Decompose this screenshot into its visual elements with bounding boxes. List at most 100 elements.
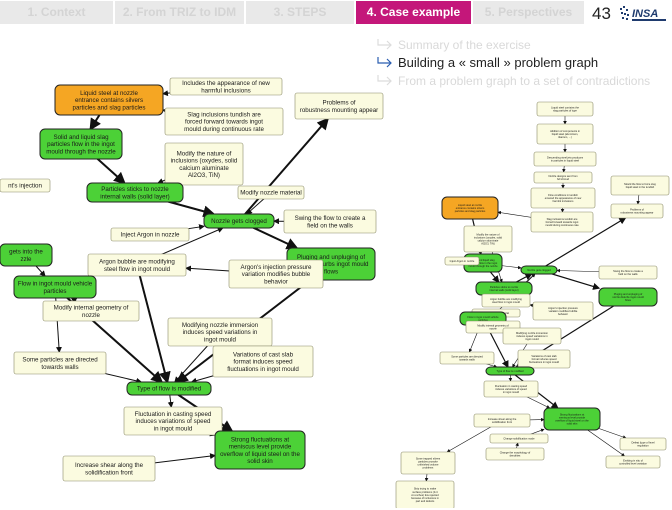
node-label: steel flow in ingot mould xyxy=(492,300,520,304)
node-box xyxy=(294,92,384,120)
node-label: Some trapped silvers xyxy=(416,456,441,460)
node-label: flows xyxy=(625,298,632,302)
node-box xyxy=(489,433,549,444)
node-label: Descending steel jets produces xyxy=(547,155,584,159)
node-label: format induces speed xyxy=(532,357,557,361)
graph-node[interactable]: nt's injection xyxy=(0,178,51,193)
outline-item-building[interactable]: Building a « small » problem graph xyxy=(376,54,650,72)
graph-node[interactable]: Type of flow is modified xyxy=(485,366,535,376)
graph-node[interactable]: Change solidification mode xyxy=(489,433,549,444)
node-label: field on the walls xyxy=(618,272,638,276)
graph-node[interactable]: Inject Argon in nozzle xyxy=(110,227,190,242)
node-label: Flow in ingot mould vehicle xyxy=(467,315,499,319)
node-box xyxy=(610,203,664,219)
node-label: Defeat (type of level xyxy=(631,440,654,444)
node-label: Strong fluctuations at xyxy=(231,436,289,443)
tab-perspectives[interactable]: 5. Perspectives xyxy=(473,1,586,24)
node-label: Increase shear along the xyxy=(75,462,144,469)
node-label: Fluctuation in casting speed xyxy=(135,411,212,418)
node-label: nt's injection xyxy=(8,183,42,190)
node-label: Flow in ingot mould vehicle xyxy=(18,281,93,288)
node-label: because of inclusions in xyxy=(411,496,439,500)
graph-node[interactable]: Type of flow is modified xyxy=(126,381,212,396)
node-label: surface problems (3-4 xyxy=(412,490,438,494)
node-box xyxy=(502,327,562,345)
node-label: harmful inclusions xyxy=(201,87,251,94)
node-label: dendrites xyxy=(510,453,521,457)
node-label: mould through the nozzle xyxy=(468,264,498,268)
node-label: solidification front xyxy=(85,469,133,476)
node-label: mould during continuous rate xyxy=(545,223,579,227)
graph-node[interactable]: Nozzle gets clogged xyxy=(520,265,558,275)
tab-triz-to-idm[interactable]: 2. From TRIZ to IDM xyxy=(115,1,246,24)
outline-item-summary[interactable]: Summary of the exercise xyxy=(376,36,650,54)
tab-context[interactable]: 1. Context xyxy=(0,1,115,24)
tab-case-example[interactable]: 4. Case example xyxy=(356,1,473,24)
outline-text: From a problem graph to a set of contrad… xyxy=(398,74,651,88)
outline-item-contradictions[interactable]: From a problem graph to a set of contrad… xyxy=(376,72,650,90)
graph-node[interactable]: Inject Argon in nozzle xyxy=(444,256,480,266)
node-label: overflow of liquid steel on the xyxy=(555,418,589,422)
node-label: Modify internal geometry of xyxy=(54,305,129,312)
node-box xyxy=(439,351,495,365)
node-label: Strong fluctuations at xyxy=(560,412,585,416)
node-box xyxy=(42,300,140,322)
node-box xyxy=(169,77,283,96)
node-label: Argon bubble are modifying xyxy=(490,297,522,301)
tab-steps[interactable]: 3. STEPS xyxy=(246,1,356,24)
node-label: Solid and liquid slag xyxy=(53,134,109,141)
node-box xyxy=(605,455,661,469)
node-label: Modify nozzle material xyxy=(240,190,302,197)
node-label: particles xyxy=(478,318,488,322)
graph-node[interactable]: Nozzle gets clogged xyxy=(203,213,275,229)
graph-node[interactable]: Modify nozzle material xyxy=(237,185,305,200)
node-label: field on the walls xyxy=(307,222,353,229)
node-label: ensured the appearance of new xyxy=(545,196,582,200)
